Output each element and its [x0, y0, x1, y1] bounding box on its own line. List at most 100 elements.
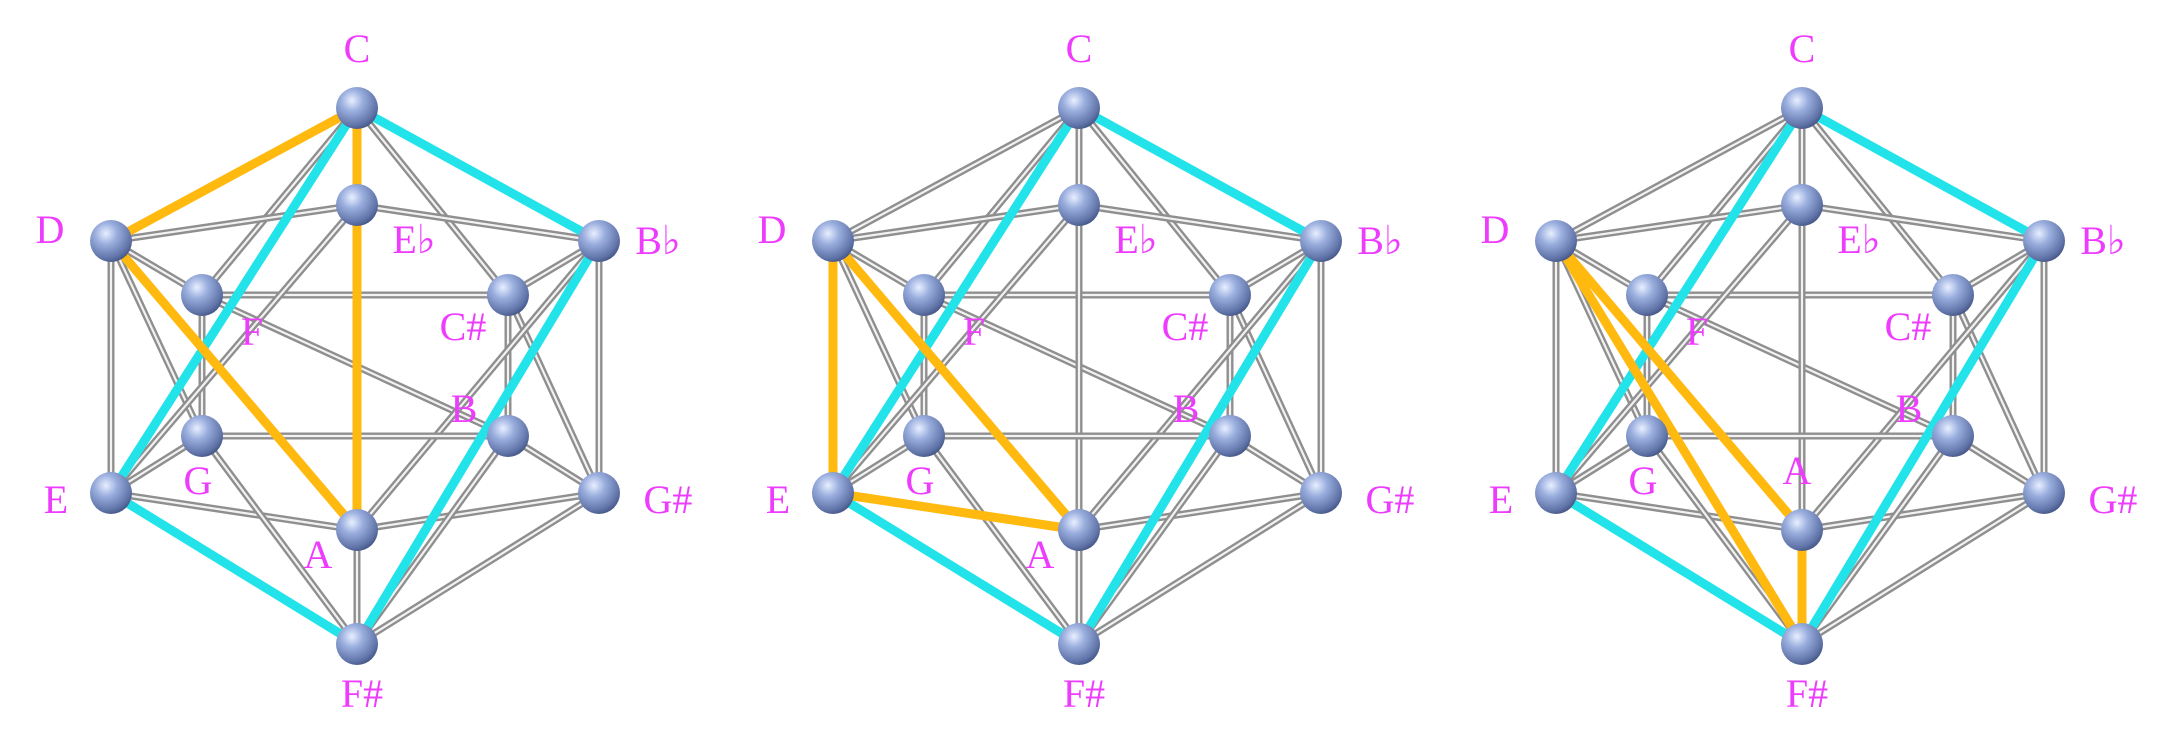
frame-edge-core — [355, 239, 601, 532]
frame-edge-core — [200, 434, 359, 646]
vertex-label: G — [906, 458, 935, 503]
vertex-node — [812, 472, 854, 514]
vertex-node — [1058, 87, 1100, 129]
orange-edge-D-A — [106, 236, 362, 535]
frame-edge-core — [1554, 203, 1804, 243]
cyan-edge-F#-B♭ — [1797, 236, 2049, 649]
vertex-label: E♭ — [1114, 217, 1157, 262]
cyan-edge-C-E — [828, 103, 1084, 498]
frame-edge-core — [922, 434, 1081, 646]
vertex-node — [1209, 415, 1251, 457]
vertex-node — [1932, 274, 1974, 316]
vertex-node — [1535, 472, 1577, 514]
vertex-node — [903, 415, 945, 457]
frame-edge-core — [1077, 239, 1323, 532]
frame-edge-core — [1554, 203, 1804, 495]
vertex-label: G — [1629, 458, 1658, 503]
vertex-label: A — [304, 532, 333, 577]
frame-edge-core — [922, 106, 1081, 297]
cyan-edge-C-B♭ — [352, 103, 604, 246]
frame-edge-core — [200, 106, 359, 297]
frame-edge-core — [109, 203, 359, 243]
frame-edge-core — [1800, 106, 1955, 297]
cyan-edge-E-F# — [106, 488, 362, 649]
frame-edge-core — [1645, 106, 1804, 297]
vertex-node — [1535, 220, 1577, 262]
frame-edge-core — [1800, 239, 2046, 532]
orange-edge-C-D — [106, 103, 362, 246]
vertex-label: B — [451, 386, 478, 431]
vertex-node — [1626, 415, 1668, 457]
vertex-node — [181, 415, 223, 457]
frame-edge-core — [1077, 491, 1323, 532]
vertex-label: D — [36, 207, 65, 252]
vertex-label: B♭ — [2080, 218, 2126, 263]
cyan-edge-E-F# — [1551, 488, 1807, 649]
vertex-node — [578, 472, 620, 514]
frame-edge-core — [109, 491, 359, 532]
vertex-label: F — [241, 309, 263, 354]
vertex-node — [1058, 184, 1100, 226]
vertex-label: D — [1481, 207, 1510, 252]
frame-edge-core — [1554, 106, 1804, 243]
vertex-node — [1626, 274, 1668, 316]
vertex-label: C — [1789, 26, 1816, 71]
vertex-label: B♭ — [635, 218, 681, 263]
vertex-node — [1932, 415, 1974, 457]
cyan-edge-C-B♭ — [1074, 103, 1326, 246]
vertex-label: G# — [2089, 477, 2138, 522]
vertex-node — [1781, 509, 1823, 551]
vertex-node — [336, 623, 378, 665]
vertex-label: B♭ — [1357, 218, 1403, 263]
vertex-label: A — [1026, 532, 1055, 577]
frame-edge-core — [355, 491, 601, 646]
cyan-edge-C-E — [1551, 103, 1807, 498]
vertex-node — [487, 274, 529, 316]
vertex-node — [578, 220, 620, 262]
vertex-label: G# — [1366, 477, 1415, 522]
vertex-node — [1300, 220, 1342, 262]
vertex-label: C — [1066, 26, 1093, 71]
frame-edge-core — [1800, 491, 2046, 646]
vertex-label: E — [766, 477, 790, 522]
frame-edge-core — [355, 106, 510, 297]
vertex-node — [487, 415, 529, 457]
vertex-label: F# — [1786, 671, 1828, 716]
vertex-label: B — [1173, 386, 1200, 431]
vertex-node — [336, 184, 378, 226]
vertex-node — [2023, 472, 2065, 514]
frame-edge-core — [109, 203, 359, 495]
cyan-edge-C-B♭ — [1797, 103, 2049, 246]
frame-edge-core — [355, 491, 601, 532]
frame-edge-core — [1077, 203, 1323, 243]
frame-edge-core — [1554, 491, 1804, 532]
orange-edge-D-A — [828, 236, 1084, 535]
vertex-label: B — [1896, 386, 1923, 431]
vertex-node — [1781, 623, 1823, 665]
vertex-node — [90, 472, 132, 514]
vertex-node — [2023, 220, 2065, 262]
orange-edge-D-A — [1551, 236, 1807, 535]
frame-edge-core — [1800, 203, 2046, 243]
vertex-node — [90, 220, 132, 262]
vertex-label: A — [1783, 448, 1812, 493]
vertex-label: F# — [1063, 671, 1105, 716]
vertex-label: F — [1686, 309, 1708, 354]
vertex-node — [1058, 509, 1100, 551]
frame-edge-core — [1077, 106, 1232, 297]
vertex-label: C — [344, 26, 371, 71]
frame-edge-core — [831, 203, 1081, 495]
frame-edge-core — [355, 203, 601, 243]
vertex-label: E — [1489, 477, 1513, 522]
orange-edge-E-A — [828, 488, 1084, 535]
vertex-node — [336, 87, 378, 129]
vertex-label: C# — [1885, 304, 1932, 349]
cyan-edge-C-E — [106, 103, 362, 498]
vertex-label: F — [963, 309, 985, 354]
vertex-node — [181, 274, 223, 316]
vertex-node — [1209, 274, 1251, 316]
vertex-node — [1300, 472, 1342, 514]
vertex-label: E — [44, 477, 68, 522]
